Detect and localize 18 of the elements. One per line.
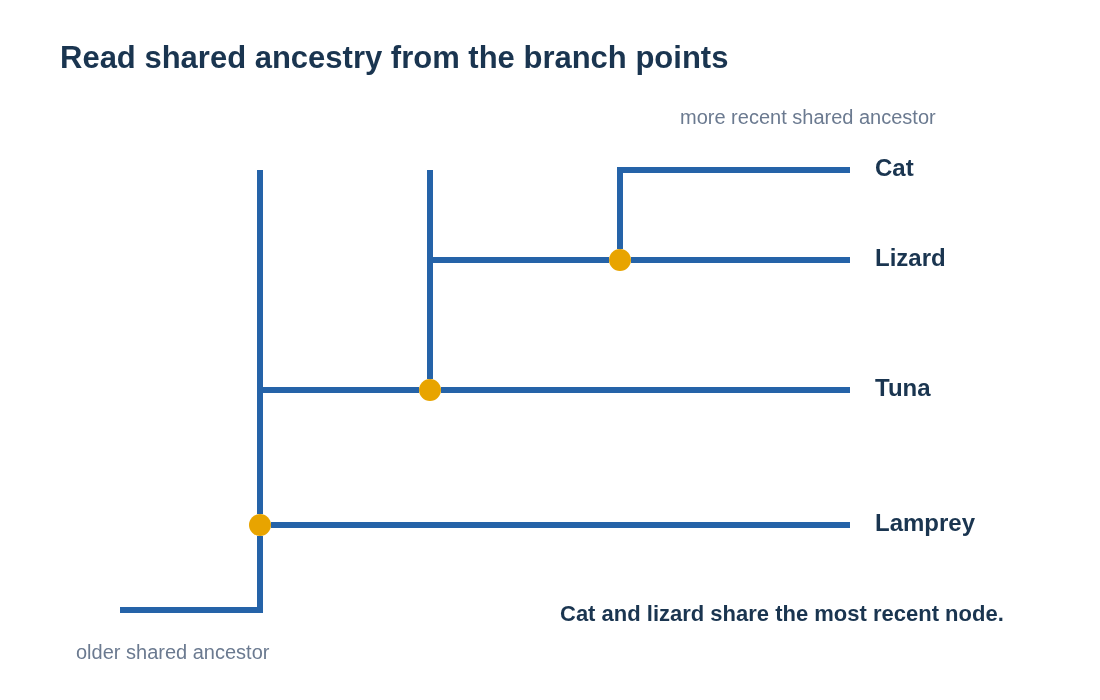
- branch-point-dot: [609, 249, 631, 271]
- species-label: Tuna: [850, 372, 931, 404]
- branch-line: [120, 536, 263, 613]
- branch-line: [257, 387, 419, 514]
- species-label: Lizard: [850, 242, 946, 274]
- species-label: Lamprey: [850, 507, 976, 539]
- branch-line: [427, 257, 609, 379]
- branch-point-dot: [419, 379, 441, 401]
- branch-line: [441, 387, 850, 393]
- diagram-title: Read shared ancestry from the branch points: [60, 40, 729, 76]
- branch-line: [271, 522, 850, 528]
- species-label: Cat: [850, 152, 914, 184]
- annotation-text: more recent shared ancestor: [680, 106, 936, 129]
- note-text: Cat and lizard share the most recent node.: [560, 601, 1004, 627]
- annotation-text: older shared ancestor: [76, 641, 270, 664]
- branch-line: [617, 167, 850, 249]
- branch-point-dot: [249, 514, 271, 536]
- branch-line: [631, 257, 850, 263]
